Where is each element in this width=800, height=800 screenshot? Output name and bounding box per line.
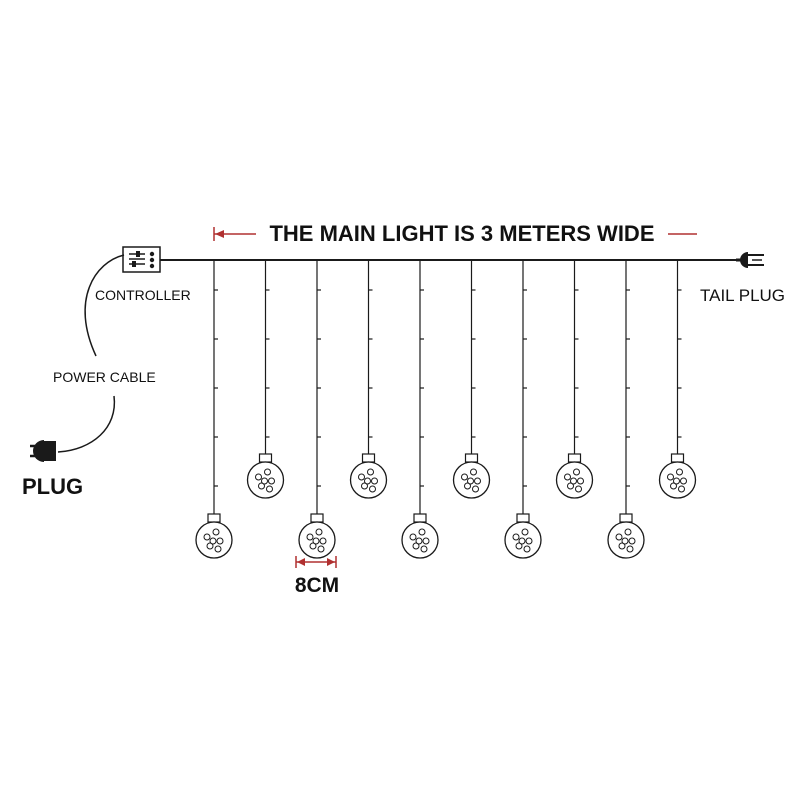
led-dot <box>678 485 685 493</box>
led-dot <box>216 537 224 545</box>
led-dot <box>673 477 680 485</box>
led-dot <box>317 545 325 553</box>
tail-plug-icon <box>736 252 764 268</box>
led-dot <box>577 477 584 485</box>
strand <box>504 260 542 559</box>
power-cable <box>84 254 125 357</box>
led-dot <box>472 485 479 493</box>
led-dot <box>266 485 273 493</box>
led-dot <box>319 537 327 545</box>
led-dot <box>364 477 371 485</box>
strand <box>452 260 491 499</box>
width-dimension-arrows <box>213 227 697 241</box>
led-dot <box>214 545 222 553</box>
strand <box>607 260 645 559</box>
led-dot <box>312 537 320 545</box>
controller-label: CONTROLLER <box>95 287 191 303</box>
led-dot <box>369 485 376 493</box>
led-dot <box>467 477 474 485</box>
led-dot <box>464 482 471 490</box>
strand <box>298 260 336 559</box>
power-cable-label: POWER CABLE <box>53 369 156 385</box>
led-dot <box>309 542 317 550</box>
led-dot <box>676 468 683 476</box>
ball-cap <box>567 453 582 463</box>
led-dot <box>422 537 430 545</box>
led-dot <box>523 545 531 553</box>
led-dot <box>573 468 580 476</box>
strand <box>349 260 388 499</box>
main-light-width-title: THE MAIN LIGHT IS 3 METERS WIDE <box>269 221 654 246</box>
led-dot <box>512 533 520 541</box>
led-dot <box>206 542 214 550</box>
led-dot <box>680 477 687 485</box>
led-dot <box>261 477 268 485</box>
led-dot <box>258 482 265 490</box>
led-dot <box>358 473 365 481</box>
ball-cap <box>670 453 685 463</box>
led-dot <box>264 468 271 476</box>
strand <box>658 260 697 499</box>
led-dot <box>525 537 533 545</box>
led-dot <box>412 542 420 550</box>
led-dot <box>570 477 577 485</box>
ball-cap <box>413 513 427 523</box>
ball-cap <box>310 513 324 523</box>
led-dot <box>306 533 314 541</box>
led-dot <box>371 477 378 485</box>
led-dot <box>518 537 526 545</box>
led-dot <box>564 473 571 481</box>
ball-cap <box>207 513 221 523</box>
led-dot <box>420 545 428 553</box>
ball-cap <box>464 453 479 463</box>
led-dot <box>268 477 275 485</box>
led-dot <box>415 537 423 545</box>
led-dot <box>628 537 636 545</box>
led-dot <box>367 468 374 476</box>
led-dot <box>461 473 468 481</box>
led-dot <box>624 528 632 536</box>
led-dot <box>621 537 629 545</box>
led-dot <box>470 468 477 476</box>
led-dot <box>626 545 634 553</box>
strand <box>401 260 439 559</box>
led-dot <box>212 528 220 536</box>
ball-cap <box>516 513 530 523</box>
plug-label: PLUG <box>22 474 83 499</box>
led-dot <box>618 542 626 550</box>
ball-size-indicator <box>295 556 337 568</box>
plug-icon <box>30 440 56 462</box>
led-dot <box>567 482 574 490</box>
led-dot <box>203 533 211 541</box>
strand <box>555 260 594 499</box>
tail-plug-label: TAIL PLUG <box>700 286 785 305</box>
led-dot <box>667 473 674 481</box>
led-dot <box>409 533 417 541</box>
controller-icon <box>122 246 161 273</box>
led-dot <box>474 477 481 485</box>
led-dot <box>575 485 582 493</box>
light-strands <box>195 260 697 559</box>
ball-size-label: 8CM <box>295 574 339 597</box>
strand <box>246 260 285 499</box>
led-dot <box>615 533 623 541</box>
ball-cap <box>258 453 273 463</box>
led-dot <box>361 482 368 490</box>
led-dot <box>315 528 323 536</box>
led-dot <box>209 537 217 545</box>
strand <box>195 260 233 559</box>
power-cable-lower <box>57 395 116 453</box>
ball-cap <box>619 513 633 523</box>
led-dot <box>418 528 426 536</box>
led-dot <box>670 482 677 490</box>
led-dot <box>515 542 523 550</box>
led-dot <box>255 473 262 481</box>
ball-cap <box>361 453 376 463</box>
led-dot <box>521 528 529 536</box>
